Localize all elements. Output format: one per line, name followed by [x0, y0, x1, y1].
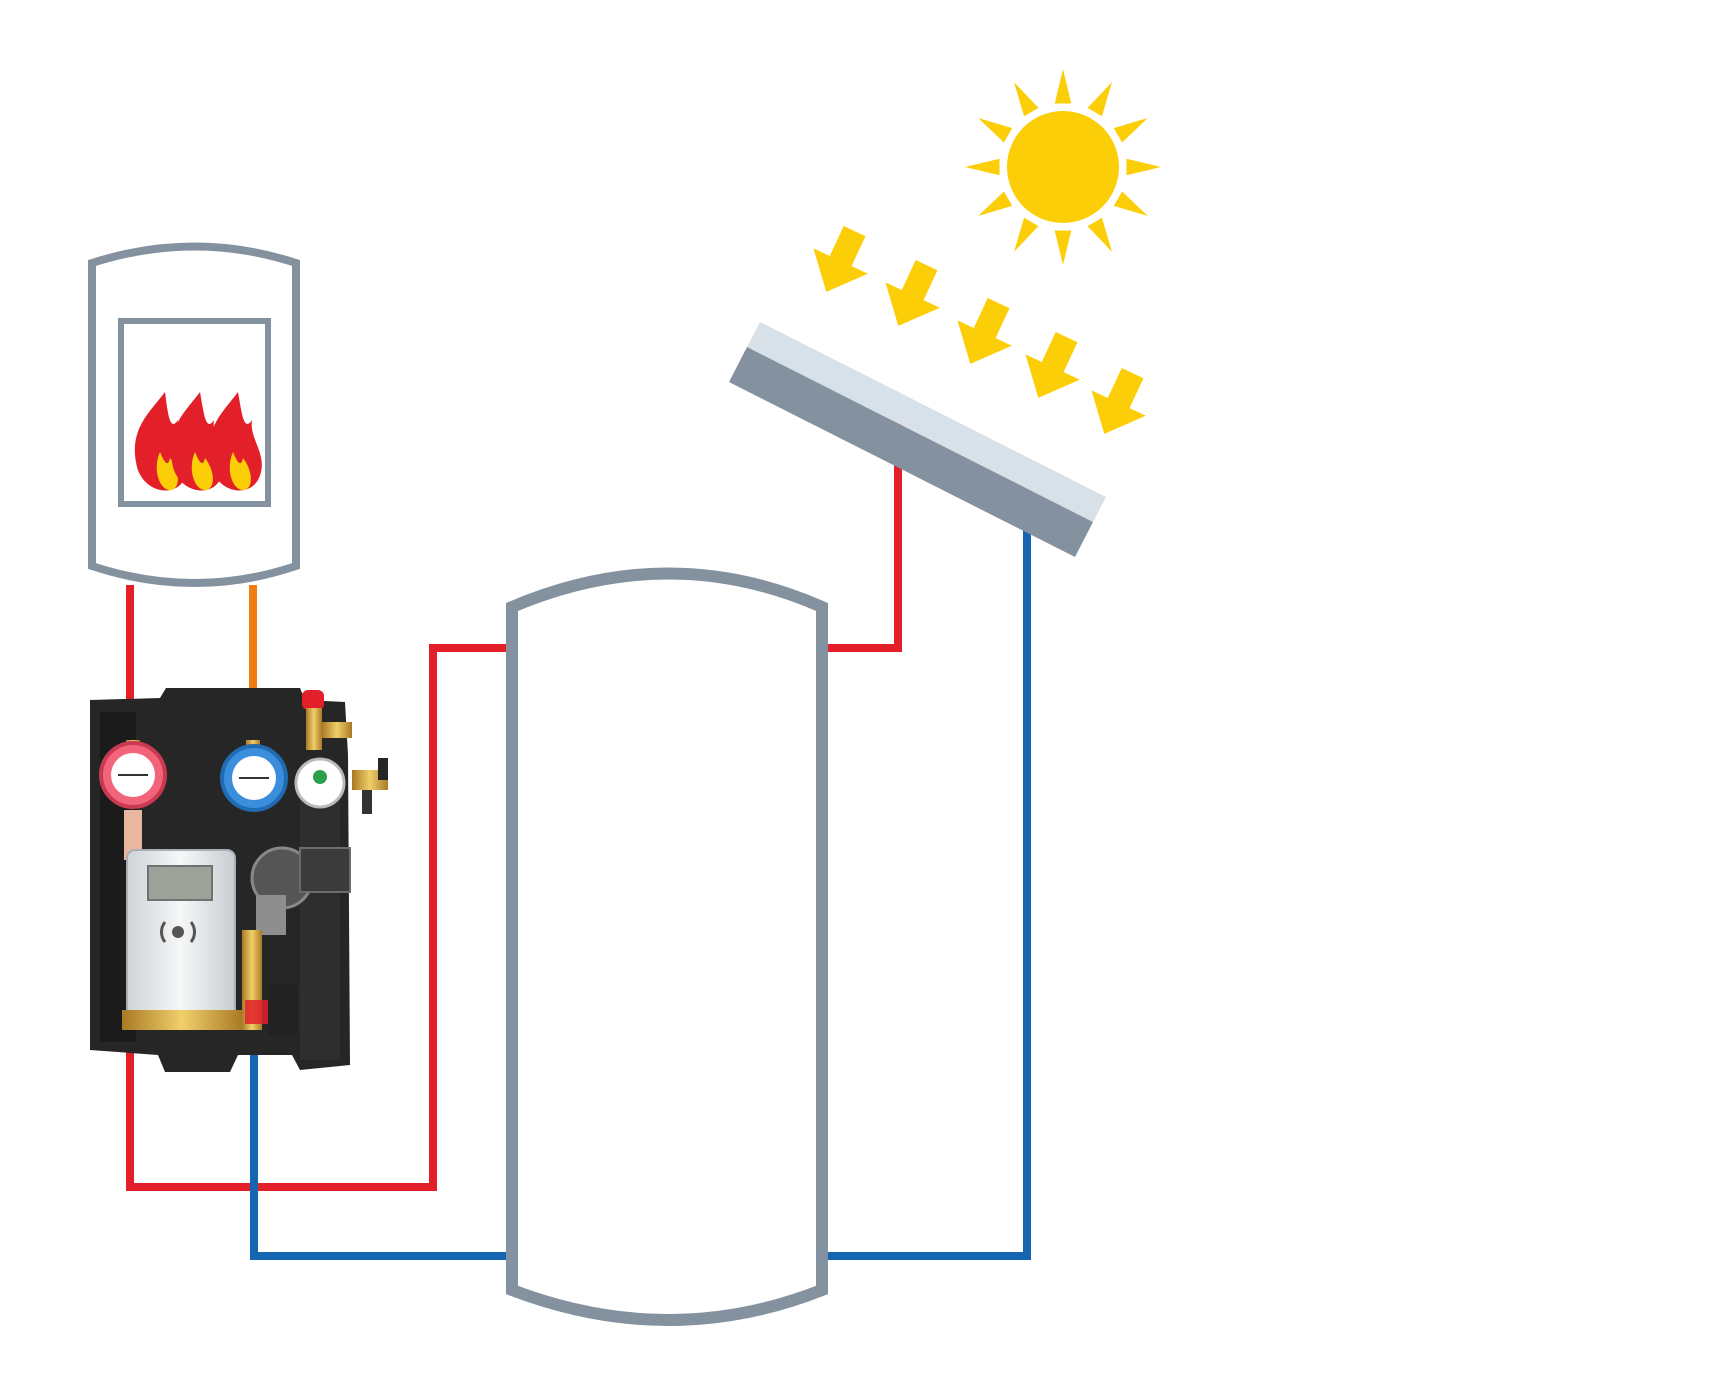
sun-ray — [965, 158, 1000, 176]
sun-ray — [1113, 118, 1148, 143]
solar-collector-icon — [729, 322, 1106, 557]
sun-ray — [1087, 217, 1112, 252]
arrow-down-icon — [1025, 332, 1080, 398]
station-to-tank-return-pipe — [250, 1030, 512, 1260]
arrow-down-icon — [885, 260, 940, 326]
sun-ray — [1113, 191, 1148, 216]
sun-ray — [1014, 217, 1039, 252]
arrow-down-icon — [957, 298, 1012, 364]
collector-return-pipe — [822, 498, 1031, 1260]
sun-ray — [978, 191, 1013, 216]
flame-icon — [170, 392, 224, 491]
flame-icon — [208, 392, 262, 491]
station-to-tank-supply-pipe — [126, 644, 512, 1191]
sun-ray — [1054, 69, 1072, 104]
controller-display — [147, 865, 213, 901]
safety-valve — [302, 690, 324, 710]
sun-ray — [1014, 82, 1039, 117]
arrow-down-icon — [813, 226, 868, 292]
boiler-icon — [88, 242, 300, 587]
sun-ray — [978, 118, 1013, 143]
sun-ray — [1126, 158, 1161, 176]
sun-ray — [1087, 82, 1112, 117]
collector-supply-pipe — [822, 420, 902, 652]
storage-tank-icon — [506, 567, 828, 1326]
sun-icon — [965, 69, 1161, 265]
pump-station-icon — [90, 688, 388, 1072]
pipes — [126, 420, 1031, 1260]
sun-ray — [1054, 230, 1072, 265]
sun-rays — [813, 226, 1146, 434]
arrow-down-icon — [1091, 368, 1146, 434]
